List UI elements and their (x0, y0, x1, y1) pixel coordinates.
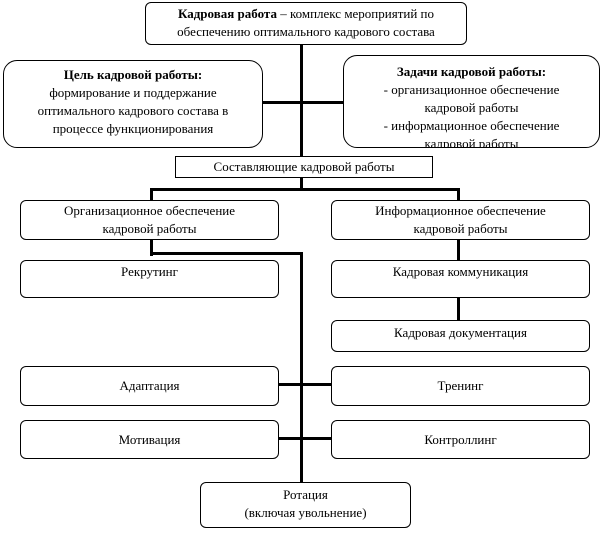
tasks-box: Задачи кадровой работы: - организационно… (343, 55, 600, 148)
recruiting-label: Рекрутинг (121, 264, 178, 279)
org-support-box: Организационное обеспечение кадровой раб… (20, 200, 279, 240)
components-label: Составляющие кадровой работы (213, 159, 395, 174)
controlling-label: Контроллинг (424, 432, 497, 447)
recruiting-box: Рекрутинг (20, 260, 279, 298)
motivation-label: Мотивация (118, 432, 181, 447)
goal-line3: процессе функционирования (52, 121, 214, 136)
adaptation-box: Адаптация (20, 366, 279, 406)
definition-box: Кадровая работа – комплекс мероприятий п… (145, 2, 467, 45)
rotation-line2: (включая увольнение) (244, 505, 367, 520)
info-support-line1: Информационное обеспечение (375, 203, 546, 218)
connector-org-stem (150, 240, 153, 256)
tasks-line2: кадровой работы (424, 100, 519, 115)
documentation-box: Кадровая документация (331, 320, 590, 352)
connector-training (303, 383, 331, 386)
connector-top-spine (300, 44, 303, 156)
tasks-line3: - информационное обеспечение (383, 118, 560, 133)
connector-branch-horizontal (150, 188, 460, 191)
connector-org-horizontal (150, 252, 303, 255)
goal-line2: оптимального кадрового состава в (37, 103, 229, 118)
connector-main-spine (300, 252, 303, 482)
connector-components-stem (300, 178, 303, 190)
goal-box: Цель кадровой работы: формирование и под… (3, 60, 263, 148)
info-support-line2: кадровой работы (413, 221, 508, 236)
controlling-box: Контроллинг (331, 420, 590, 459)
definition-text-line2: обеспечению оптимального кадрового соста… (177, 24, 435, 39)
connector-goal-tasks (262, 101, 344, 104)
connector-branch-right (457, 188, 460, 200)
rotation-line1: Ротация (283, 487, 328, 502)
info-support-box: Информационное обеспечение кадровой рабо… (331, 200, 590, 240)
communication-box: Кадровая коммуникация (331, 260, 590, 298)
motivation-box: Мотивация (20, 420, 279, 459)
connector-motivation (279, 437, 301, 440)
communication-label: Кадровая коммуникация (392, 264, 529, 279)
goal-title: Цель кадровой работы: (63, 67, 203, 82)
components-box: Составляющие кадровой работы (175, 156, 433, 178)
rotation-box: Ротация (включая увольнение) (200, 482, 411, 528)
connector-adaptation (279, 383, 301, 386)
tasks-line1: - организационное обеспечение (383, 82, 560, 97)
tasks-line4: кадровой работы (424, 136, 519, 148)
documentation-label: Кадровая документация (394, 325, 527, 340)
definition-term: Кадровая работа (177, 6, 277, 21)
tasks-title: Задачи кадровой работы: (396, 64, 547, 79)
connector-controlling (303, 437, 331, 440)
training-label: Тренинг (437, 378, 484, 393)
org-support-line1: Организационное обеспечение (63, 203, 236, 218)
definition-text-line1: – комплекс мероприятий по (276, 6, 435, 21)
adaptation-label: Адаптация (119, 378, 180, 393)
goal-line1: формирование и поддержание (49, 85, 217, 100)
training-box: Тренинг (331, 366, 590, 406)
connector-branch-left (150, 188, 153, 200)
org-support-line2: кадровой работы (102, 221, 197, 236)
